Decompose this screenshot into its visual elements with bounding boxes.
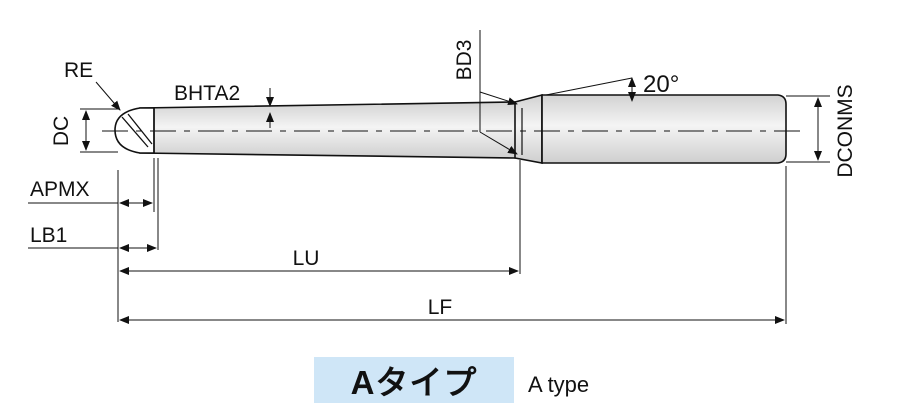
dim-lu-label: LU — [293, 247, 320, 270]
dim-bhta2-label: BHTA2 — [174, 82, 240, 105]
tool-transition — [514, 93, 543, 164]
dim-lf-label: LF — [428, 296, 453, 319]
dim-lb1-label: LB1 — [30, 224, 67, 247]
dim-apmx-label: APMX — [30, 178, 90, 201]
tool-shank — [541, 94, 787, 164]
tool-neck — [139, 101, 523, 159]
dim-dc-label: DC — [50, 116, 73, 146]
type-caption-box: Aタイプ — [314, 357, 514, 403]
dim-dconms-label: DCONMS — [834, 84, 857, 177]
type-caption-sub: A type — [528, 372, 590, 397]
dim-re-label: RE — [64, 59, 93, 82]
dim-bd3-label: BD3 — [453, 40, 476, 81]
type-caption-main: Aタイプ — [350, 364, 478, 401]
dim-angle-label: 20° — [643, 71, 679, 98]
